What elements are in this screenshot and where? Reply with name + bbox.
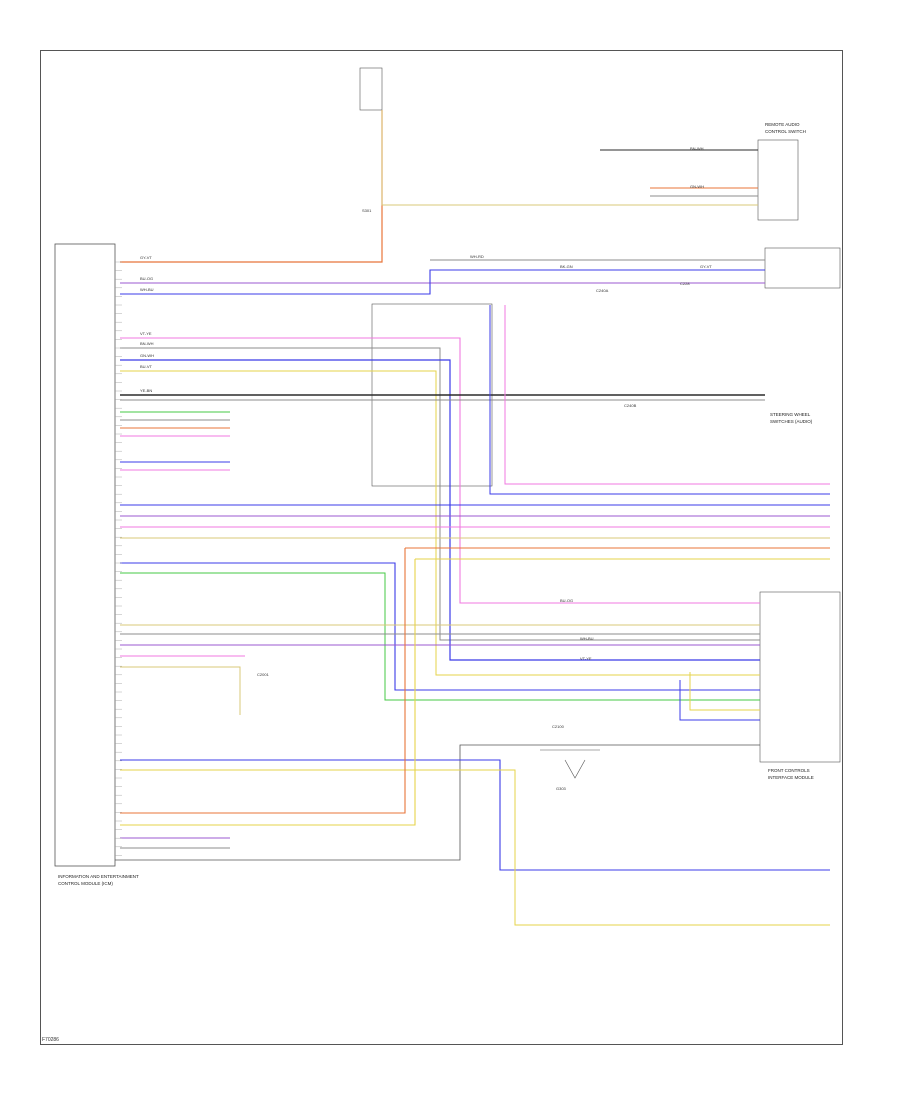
- diagram-frame: [40, 50, 843, 1045]
- lower-right-module-title-1: FRONT CONTROLS: [768, 768, 810, 773]
- wire-fuse-output: [381, 110, 758, 206]
- connector-label-3: C2001: [257, 672, 270, 677]
- main-module-lower-outline: [115, 744, 760, 861]
- wire-color-tag: WH-BU: [580, 636, 594, 641]
- wire-run-blue: [120, 359, 760, 661]
- diagram-code: F70286: [42, 1037, 59, 1043]
- connector-label-6: S301: [362, 208, 372, 213]
- wire-tags: GY-VT BU-OG WH-BU VT-YE BN-WH GN-WH BU-VT YE-BN…: [140, 146, 712, 661]
- wire-color-tag: BU-OG: [560, 598, 573, 603]
- wire-color-tag: VT-YE: [140, 331, 152, 336]
- wire-color-tag: WH-BU: [140, 287, 154, 292]
- wires: [120, 110, 830, 926]
- wire-lower-yellow: [689, 672, 760, 711]
- connector-label-5: C228: [680, 281, 690, 286]
- wire-color-tag: BK-GN: [560, 264, 573, 269]
- wire-bus-2: [120, 269, 765, 295]
- wire-lower-tan-2: [120, 666, 241, 715]
- wire-color-tag: GN-WH: [690, 184, 704, 189]
- wire-color-tag: BU-OG: [140, 276, 153, 281]
- wire-run-pink: [120, 337, 760, 604]
- wire-cross-green: [120, 572, 760, 701]
- connector-label-4: C2100: [552, 724, 565, 729]
- main-module-title-1: INFORMATION AND ENTERTAINMENT: [58, 874, 139, 879]
- pin-labels: [115, 261, 122, 856]
- lower-right-module-title-2: INTERFACE MODULE: [768, 775, 814, 780]
- wire-color-tag: WH-RD: [470, 254, 484, 259]
- top-right-module-box: [757, 139, 799, 221]
- wire-color-tag: GY-VT: [700, 264, 712, 269]
- wire-bottom-yellow: [120, 769, 830, 926]
- wire-color-tag: YE-BN: [140, 388, 152, 393]
- mid-right-module-title-1: STEERING WHEEL: [770, 412, 811, 417]
- connector-label-2: C240B: [624, 403, 637, 408]
- wire-power-feed: [120, 110, 383, 263]
- wire-far-blue: [489, 305, 830, 495]
- wire-color-tag: BU-VT: [140, 364, 153, 369]
- wire-far-pink: [504, 305, 830, 485]
- main-module-box: [54, 243, 116, 867]
- wire-color-tag: BN-WH: [140, 341, 154, 346]
- top-right-module-title-2: CONTROL SWITCH: [765, 129, 806, 134]
- wire-color-tag: VT-YE: [580, 656, 592, 661]
- wire-run-gray: [120, 347, 760, 641]
- top-right-module-title-1: REMOTE AUDIO: [765, 122, 800, 127]
- wire-lower-blue: [679, 680, 760, 721]
- fuse-box: [359, 67, 383, 111]
- connector-label-1: C240A: [596, 288, 609, 293]
- wire-color-tag: GN-WH: [140, 353, 154, 358]
- wire-cross-blue: [120, 562, 760, 691]
- mid-right-module-title-2: SWITCHES (AUDIO): [770, 419, 813, 424]
- wire-bottom-yellow-2: [120, 559, 416, 826]
- ground-label: G303: [556, 786, 567, 791]
- wire-color-tag: BN-WH: [690, 146, 704, 151]
- wire-run-yellow: [120, 370, 760, 676]
- ground-symbol: [564, 759, 586, 779]
- wire-bottom-orange: [120, 548, 406, 814]
- lower-right-module-box: [759, 591, 841, 763]
- mid-right-module-box: [764, 247, 841, 289]
- wire-color-tag: GY-VT: [140, 255, 152, 260]
- main-module-title-2: CONTROL MODULE (ICM): [58, 881, 113, 886]
- wire-bottom-blue: [120, 759, 830, 871]
